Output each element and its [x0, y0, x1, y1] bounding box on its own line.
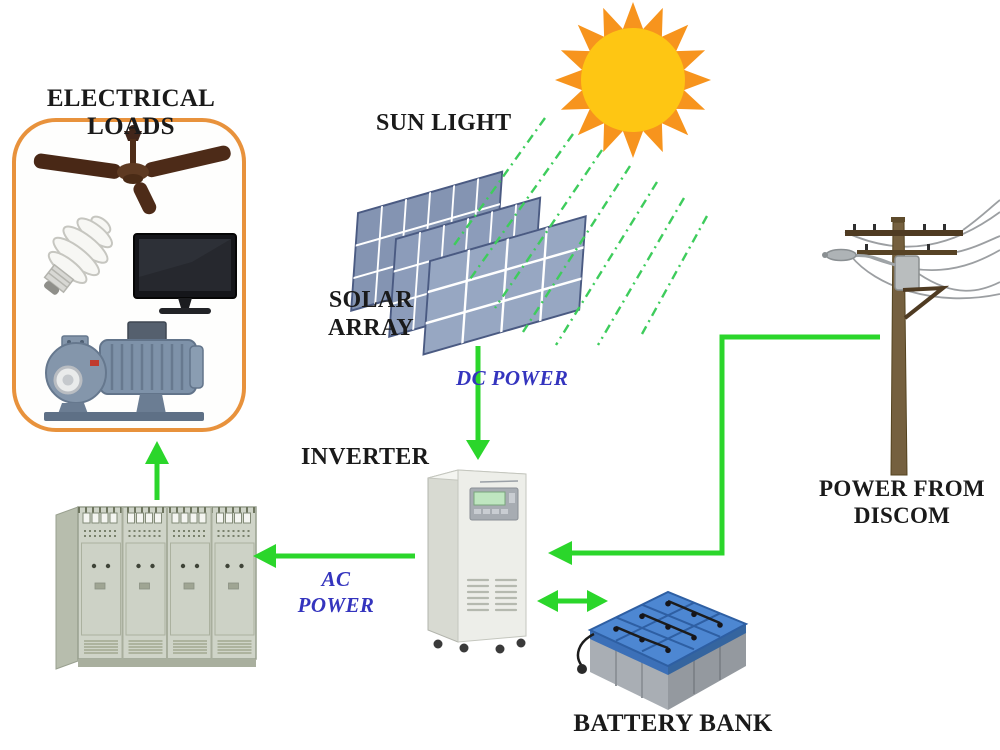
transformer-box	[894, 255, 920, 291]
sun-light-label: SUN LIGHT	[376, 110, 512, 136]
inverter-label: INVERTER	[301, 444, 430, 470]
solar-array-label: SOLAR ARRAY	[328, 287, 414, 341]
battery-bank-icon	[576, 590, 749, 710]
inverter-icon	[427, 469, 527, 654]
inverter-vents	[466, 578, 518, 612]
power-wires	[844, 199, 1000, 300]
battery-bank-label: BATTERY BANK	[573, 710, 773, 737]
cfl-bulb-icon	[43, 215, 113, 295]
power-from-discom-label: POWER FROM DISCOM	[819, 476, 985, 528]
sun-icon	[555, 2, 711, 158]
dc-power-label: DC POWER	[456, 366, 569, 390]
street-lamp	[825, 248, 857, 262]
television-icon	[133, 233, 237, 314]
water-pump-icon	[44, 321, 204, 421]
utility-pole-icon	[822, 199, 1000, 476]
electrical-loads-label: ELECTRICAL LOADS	[46, 85, 216, 140]
inverter-display	[469, 487, 519, 521]
fan-blades	[33, 145, 231, 215]
ceiling-fan-icon	[33, 125, 231, 215]
distribution-panel-icon	[55, 506, 257, 670]
ac-power-label: AC POWER	[297, 567, 375, 617]
electrical-loads-box	[12, 118, 246, 432]
